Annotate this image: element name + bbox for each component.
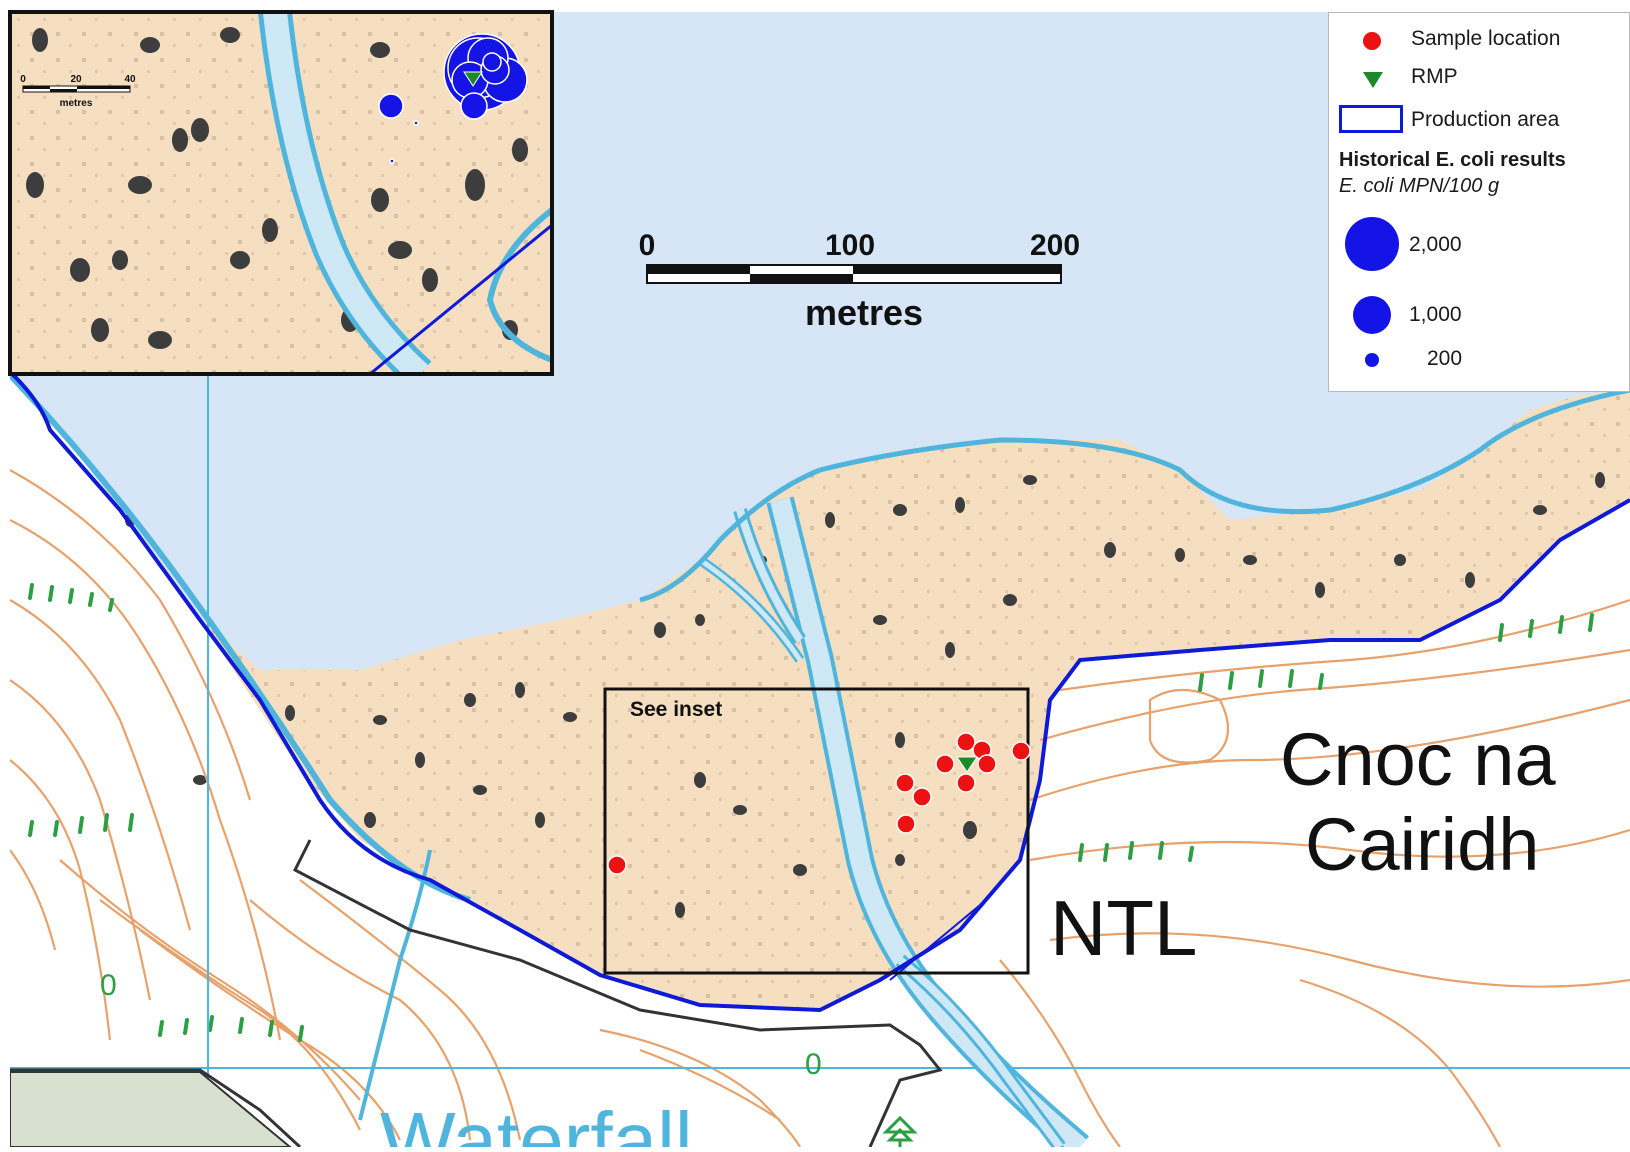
field-area <box>10 1071 292 1147</box>
scale-unit: metres <box>805 292 923 333</box>
ecoli-circle-icon <box>378 93 404 119</box>
place-name-line1: Cnoc na <box>1280 718 1556 801</box>
scale-tick-0: 0 <box>639 229 656 262</box>
rmp-triangle-icon <box>1363 72 1383 88</box>
sample-dot-icon <box>895 773 915 793</box>
ecoli-circle-icon <box>413 120 419 126</box>
scale-tick-100: 100 <box>825 229 875 262</box>
grid-lines <box>10 374 1630 1147</box>
legend-size-200: 200 <box>1427 347 1463 370</box>
rock-symbols <box>125 472 1605 918</box>
sample-dot-icon <box>912 787 932 807</box>
production-area-boundary <box>10 370 1630 1013</box>
field-boundary <box>10 839 943 1147</box>
legend-subheading: E. coli MPN/100 g <box>1339 175 1500 197</box>
scale-tick-200: 200 <box>1030 229 1080 262</box>
contour-value-label: 0 <box>805 1048 822 1081</box>
vegetation-marks <box>28 583 1594 1042</box>
inset-frame <box>8 10 554 376</box>
legend-sample-label: Sample location <box>1411 27 1561 50</box>
ecoli-circle-icon <box>460 92 488 120</box>
sample-dot-icon <box>1363 32 1381 50</box>
inset-scale-unit: metres <box>60 98 93 109</box>
waterfall-label: Waterfall <box>380 1096 693 1147</box>
inset-scale-tick-0: 0 <box>20 74 26 85</box>
sample-dot-icon <box>1011 741 1031 761</box>
ecoli-circle-icon <box>1365 353 1379 367</box>
sample-dot-icon <box>896 814 916 834</box>
stream-channels <box>10 372 1630 1147</box>
legend-panel: Sample location RMP Production area Hist… <box>1328 12 1630 392</box>
ecoli-circle-icon <box>482 52 502 72</box>
contour-value-label: 0 <box>100 969 117 1002</box>
sample-dot-icon <box>956 773 976 793</box>
rmp-triangle-icon <box>463 71 483 87</box>
ntl-label: NTL <box>1050 884 1197 972</box>
sample-locations <box>607 732 1031 875</box>
production-area-box-icon <box>1339 105 1403 133</box>
inset-map: 0 20 40 metres <box>8 10 554 376</box>
sample-dot-icon <box>607 855 627 875</box>
ecoli-circle-icon <box>1353 296 1391 334</box>
inset-scale-bar: 0 20 40 metres <box>20 74 136 109</box>
inset-locator-box <box>603 687 1030 975</box>
scale-bar: 0 100 200 metres <box>639 229 1080 333</box>
ecoli-circle-icon <box>1345 217 1399 271</box>
legend-rmp-label: RMP <box>1411 65 1458 88</box>
inset-rock-symbols <box>26 27 528 349</box>
ecoli-circle-icon <box>389 158 395 164</box>
tree-icon <box>882 1115 918 1147</box>
inset-scale-tick-20: 20 <box>70 74 82 85</box>
place-name-line2: Cairidh <box>1305 803 1539 886</box>
sample-dot-icon <box>977 754 997 774</box>
land-area <box>10 370 1630 1147</box>
legend-production-area-label: Production area <box>1411 108 1560 131</box>
legend-heading: Historical E. coli results <box>1339 149 1566 171</box>
contour-lines <box>10 469 1630 1147</box>
legend-size-2000: 2,000 <box>1409 233 1462 256</box>
sample-dot-icon <box>956 732 976 752</box>
sample-dot-icon <box>935 754 955 774</box>
production-area-closing-line <box>889 904 981 981</box>
rmp-triangle-icon <box>956 756 978 773</box>
legend-size-1000: 1,000 <box>1409 303 1462 326</box>
inset-scale-tick-40: 40 <box>124 74 136 85</box>
see-inset-label: See inset <box>630 698 722 721</box>
